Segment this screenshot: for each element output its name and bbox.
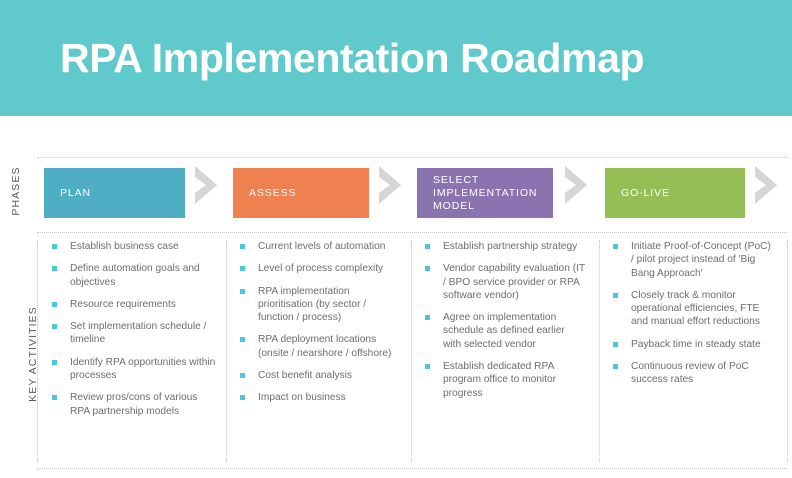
phase-label: ASSESS: [249, 186, 297, 199]
page-title: RPA Implementation Roadmap: [60, 35, 645, 81]
divider-top: [37, 157, 787, 158]
bullet-square-icon: [52, 324, 57, 330]
activity-text: Set implementation schedule / timeline: [70, 321, 207, 346]
list-item: Payback time in steady state: [613, 338, 771, 351]
activity-text: Review pros/cons of various RPA partners…: [70, 392, 198, 417]
bullet-square-icon: [425, 244, 430, 249]
list-item: Set implementation schedule / timeline: [52, 320, 217, 347]
list-item: Cost benefit analysis: [240, 369, 400, 382]
chevron-right-icon: [375, 164, 411, 206]
column-divider: [411, 240, 412, 462]
bullet-square-icon: [52, 359, 57, 365]
phase-box: ASSESS: [233, 168, 369, 218]
chevron-right-icon: [561, 164, 597, 206]
bullet-square-icon: [613, 292, 618, 298]
activity-text: Resource requirements: [70, 298, 176, 310]
phase-box: GO-LIVE: [605, 168, 745, 218]
bullet-square-icon: [613, 364, 618, 370]
bullet-square-icon: [240, 266, 245, 272]
activity-text: Current levels of automation: [258, 241, 386, 252]
list-item: Establish dedicated RPA program office t…: [425, 360, 585, 400]
activity-text: Establish partnership strategy: [443, 241, 578, 252]
phase-box: PLAN: [44, 168, 185, 218]
list-item: Impact on business: [240, 391, 400, 404]
activity-text: Define automation goals and objectives: [70, 263, 200, 288]
phase-label: GO-LIVE: [621, 186, 670, 199]
list-item: Current levels of automation: [240, 240, 400, 253]
activity-text: Initiate Proof-of-Concept (PoC) / pilot …: [631, 241, 771, 279]
bullet-square-icon: [52, 301, 57, 307]
activity-text: Agree on implementation schedule as defi…: [443, 312, 565, 350]
activity-list: Initiate Proof-of-Concept (PoC) / pilot …: [613, 240, 771, 387]
column-divider: [787, 240, 788, 462]
activity-text: Payback time in steady state: [631, 338, 761, 350]
list-item: Define automation goals and objectives: [52, 262, 217, 289]
bullet-square-icon: [240, 244, 245, 249]
phase-cell-plan[interactable]: PLAN: [44, 168, 185, 218]
list-item: Continuous review of PoC success rates: [613, 360, 771, 387]
list-item: Identify RPA opportunities within proces…: [52, 356, 217, 383]
activity-text: Closely track & monitor operational effi…: [631, 289, 760, 328]
divider-bottom: [37, 468, 787, 469]
activity-text: Impact on business: [258, 392, 346, 404]
activity-text: Identify RPA opportunities within proces…: [70, 356, 216, 382]
list-item: RPA deployment locations (onsite / nears…: [240, 333, 400, 360]
column-divider: [226, 240, 227, 462]
activity-text: Cost benefit analysis: [258, 370, 353, 382]
list-item: Agree on implementation schedule as defi…: [425, 311, 585, 351]
list-item: Review pros/cons of various RPA partners…: [52, 391, 217, 418]
activity-text: RPA implementation prioritisation (by se…: [258, 285, 367, 324]
list-item: Level of process complexity: [240, 262, 400, 275]
list-item: Establish partnership strategy: [425, 240, 585, 253]
bullet-square-icon: [240, 288, 245, 294]
activities-column-4: Initiate Proof-of-Concept (PoC) / pilot …: [613, 240, 771, 396]
phase-cell-go-live[interactable]: GO-LIVE: [605, 168, 745, 218]
activity-text: Level of process complexity: [258, 263, 384, 275]
bullet-square-icon: [240, 337, 245, 343]
bullet-square-icon: [613, 244, 618, 249]
chevron-right-icon: [191, 164, 227, 206]
bullet-square-icon: [240, 395, 245, 401]
bullet-square-icon: [425, 266, 430, 272]
header-banner: RPA Implementation Roadmap: [0, 0, 792, 116]
chevron-right-icon: [751, 164, 787, 206]
column-divider: [599, 240, 600, 462]
bullet-square-icon: [52, 244, 57, 249]
bullet-square-icon: [52, 395, 57, 401]
bullet-square-icon: [425, 315, 430, 321]
bullet-square-icon: [425, 364, 430, 370]
activity-text: Establish dedicated RPA program office t…: [443, 361, 557, 399]
bullet-square-icon: [613, 341, 618, 347]
phase-label: PLAN: [60, 186, 92, 199]
divider-middle: [37, 232, 787, 233]
list-item: RPA implementation prioritisation (by se…: [240, 285, 400, 325]
activity-text: Vendor capability evaluation (IT / BPO s…: [443, 263, 585, 301]
list-item: Vendor capability evaluation (IT / BPO s…: [425, 262, 585, 302]
list-item: Closely track & monitor operational effi…: [613, 289, 771, 329]
list-item: Initiate Proof-of-Concept (PoC) / pilot …: [613, 240, 771, 280]
activity-text: RPA deployment locations (onsite / nears…: [258, 334, 392, 359]
bullet-square-icon: [52, 266, 57, 272]
phase-cell-assess[interactable]: ASSESS: [233, 168, 369, 218]
bullet-square-icon: [240, 373, 245, 379]
list-item: Resource requirements: [52, 298, 217, 311]
list-item: Establish business case: [52, 240, 217, 253]
activity-text: Establish business case: [70, 241, 179, 252]
activity-text: Continuous review of PoC success rates: [631, 361, 749, 386]
column-divider: [37, 240, 38, 462]
